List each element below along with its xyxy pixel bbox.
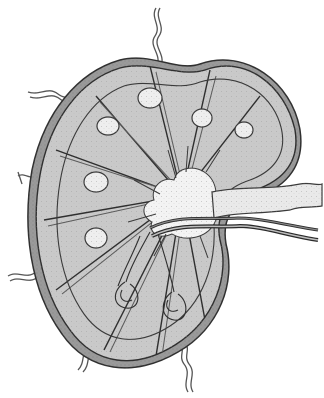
afferent-vessel-top xyxy=(153,8,158,66)
